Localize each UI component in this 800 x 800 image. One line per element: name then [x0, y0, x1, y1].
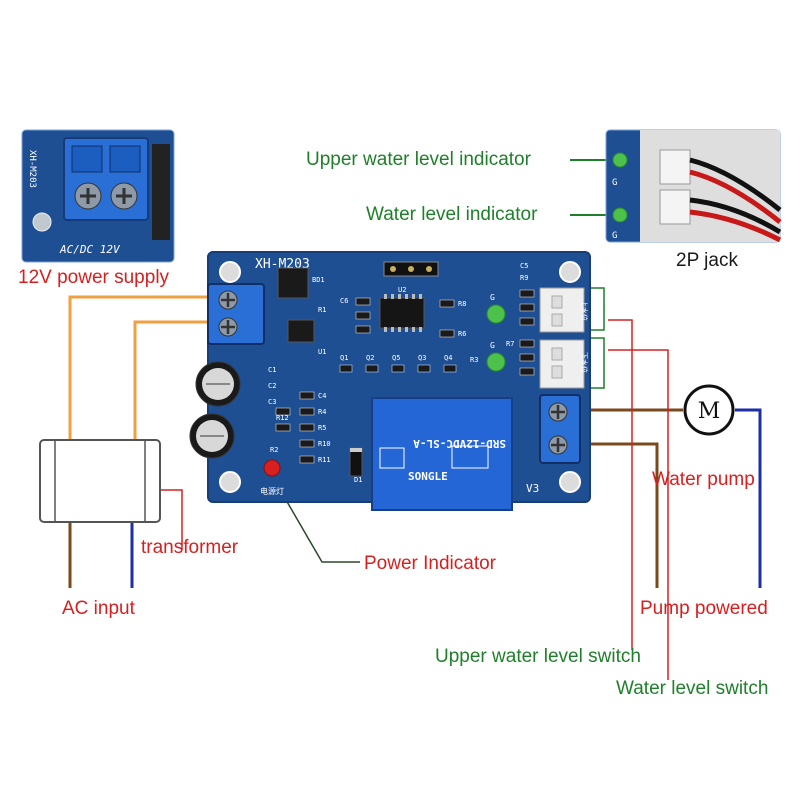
silk-label: D1 — [354, 476, 362, 484]
silk-label: U1 — [318, 348, 326, 356]
capacitors — [189, 361, 241, 459]
upper-level-switch-label: Upper water level switch — [435, 646, 641, 667]
silk-label: C6 — [340, 297, 348, 305]
water-pump-label: Water pump — [652, 469, 755, 490]
silk-label: BD1 — [312, 276, 325, 284]
jack-bracket-bottom — [588, 337, 605, 389]
transformer-label: transformer — [141, 537, 239, 558]
silk-label: C1 — [268, 366, 276, 374]
silk-label: R7 — [506, 340, 514, 348]
power-indicator-led — [263, 459, 281, 477]
relay-model-text: SRD-12VDC-SL-A — [413, 437, 506, 450]
jack-bracket-top — [588, 287, 605, 331]
silk-label: R5 — [318, 424, 326, 432]
silk-label: R3 — [470, 356, 478, 364]
silk-label: C5 — [520, 262, 528, 270]
upper-level-led — [486, 304, 506, 324]
silk-label: Q5 — [392, 354, 400, 362]
svg-text:G: G — [612, 231, 617, 241]
silk-label: C3 — [268, 398, 276, 406]
pump-wire-brown-down — [575, 442, 659, 588]
relay-brand-text: SONGLE — [408, 470, 448, 483]
silk-labels: C6 C5 R8 R9 U2 R6 R3 R7 Q1 Q2 Q3 Q4 Q5 C… — [268, 262, 528, 484]
silk-label: R11 — [318, 456, 331, 464]
svg-text:下水位: 下水位 — [580, 352, 589, 373]
svg-text:G: G — [612, 178, 617, 188]
svg-text:G: G — [490, 341, 495, 350]
supply-wire-right — [133, 320, 228, 440]
svg-text:G: G — [490, 293, 495, 302]
silk-label: Q3 — [418, 354, 426, 362]
silk-label: R1 — [318, 306, 326, 314]
silk-label: Q1 — [340, 354, 348, 362]
level-switch-wire — [608, 349, 669, 680]
power-indicator-callout — [285, 499, 360, 563]
pump-wire-blue — [735, 408, 762, 588]
water-level-switch-label: Water level switch — [616, 678, 769, 699]
ac-input-label: AC input — [62, 598, 135, 619]
silk-label: R4 — [318, 408, 326, 416]
silk-label: R8 — [458, 300, 466, 308]
svg-text:电源灯: 电源灯 — [260, 486, 284, 496]
transformer — [39, 439, 161, 523]
upper-level-indicator-label: Upper water level indicator — [306, 149, 531, 170]
silk-label: R12 — [276, 414, 289, 422]
board-port-label: V3 — [526, 482, 539, 495]
inset-led-level — [612, 207, 628, 223]
board-jack-upper — [539, 287, 585, 333]
silk-label: R6 — [458, 330, 466, 338]
power-terminal-block — [207, 283, 265, 345]
silk-label: Q4 — [444, 354, 452, 362]
pump-powered-label: Pump powered — [640, 598, 768, 619]
silk-label: C2 — [268, 382, 276, 390]
supply-wire-left — [68, 295, 228, 440]
motor-symbol: M — [698, 399, 721, 424]
wires — [68, 159, 762, 680]
board-jack-lower — [539, 339, 585, 389]
jack-label: 2P jack — [676, 250, 738, 271]
silk-label: R10 — [318, 440, 331, 448]
inset-led-upper — [612, 152, 628, 168]
inset-silk-label: XH-M203 — [27, 150, 37, 188]
inset-voltage-text: AC/DC 12V — [59, 243, 121, 256]
water-level-indicator-label: Water level indicator — [366, 204, 538, 225]
jack-inset: G G — [605, 129, 782, 243]
power-supply-label: 12V power supply — [18, 267, 170, 288]
upper-switch-wire — [608, 319, 633, 650]
power-indicator-label: Power Indicator — [364, 553, 497, 574]
svg-text:上水位: 上水位 — [580, 300, 589, 321]
terminal-inset: XH-M203 AC/DC 12V — [21, 129, 175, 263]
pump-motor: M — [683, 384, 735, 436]
silk-label: Q2 — [366, 354, 374, 362]
silk-label: C4 — [318, 392, 326, 400]
relay: SRD-12VDC-SL-A SONGLE — [371, 397, 513, 511]
silk-label: R2 — [270, 446, 278, 454]
silk-label: U2 — [398, 286, 406, 294]
water-level-led — [486, 352, 506, 372]
silk-label: R9 — [520, 274, 528, 282]
main-board: XH-M203 — [189, 251, 591, 511]
